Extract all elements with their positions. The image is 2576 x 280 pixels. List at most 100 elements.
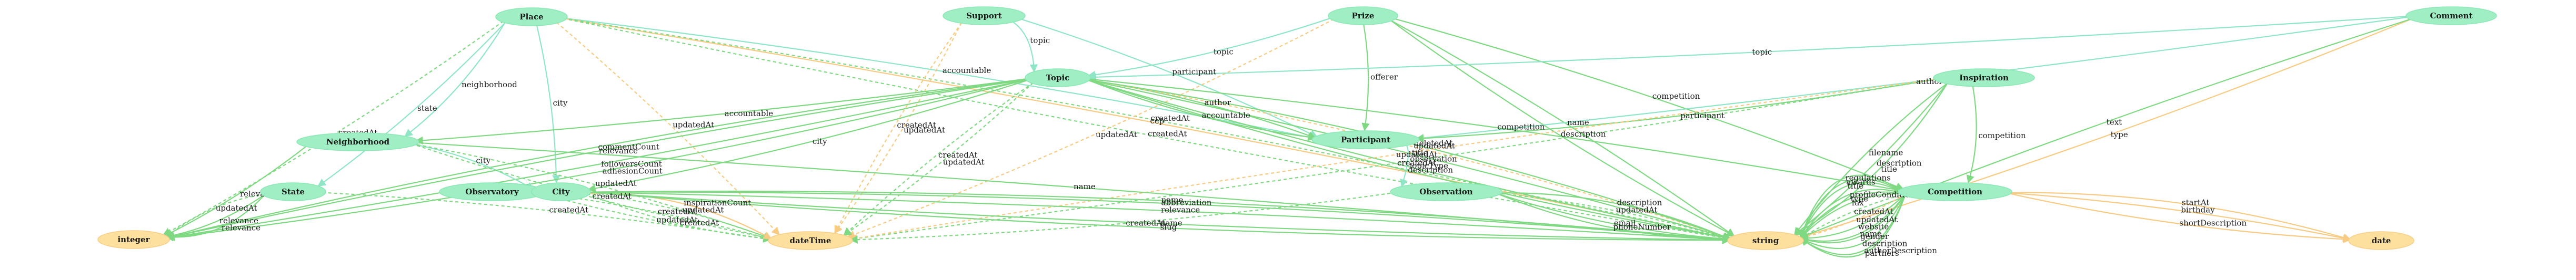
edge-competition-to-string xyxy=(1799,193,1906,255)
edge-competition-to-string xyxy=(1799,193,1906,258)
edge-place-to-city xyxy=(536,25,560,183)
edge-label: observation xyxy=(1410,154,1457,164)
edge-competition-to-date xyxy=(2006,192,2352,243)
edge-label: updatedAt xyxy=(683,205,724,215)
edge-label: author xyxy=(1205,98,1231,107)
edge-label: name xyxy=(1860,229,1882,238)
edge-label: updatedAt xyxy=(1616,205,1658,215)
edge-label: type xyxy=(2111,130,2128,139)
edge-label: createdAt xyxy=(1148,129,1187,139)
node-label: Observation xyxy=(1419,187,1473,196)
node-shape xyxy=(97,230,170,249)
edge-comment-to-string xyxy=(1799,18,2413,240)
node-shape xyxy=(1025,68,1091,87)
edge-inspiration-to-datetime xyxy=(849,78,1939,242)
edge-label: city xyxy=(476,156,491,165)
edge-label: gender xyxy=(1860,232,1889,241)
edge-competition-to-string xyxy=(1799,193,1906,244)
edge-place-to-string xyxy=(563,17,1731,242)
edge-prize-to-topic xyxy=(1087,17,1333,79)
edge-labels-layer: neighborhood state city accountable createdA… xyxy=(216,36,2247,258)
node-label: Neighborhood xyxy=(326,137,390,147)
edge-city-to-datetime xyxy=(587,193,772,243)
node-date: date xyxy=(2348,231,2414,250)
edge-place-to-string xyxy=(563,17,1731,242)
edge-label: abbreviation xyxy=(1161,198,1212,208)
edge-label: topic xyxy=(1214,47,1234,57)
node-shape xyxy=(1727,231,1804,250)
edge-label: createdAt xyxy=(938,150,978,160)
edge-prize-to-competition xyxy=(1392,17,1905,190)
edge-competition-to-string xyxy=(1800,191,1906,239)
edge-support-to-datetime xyxy=(834,22,963,234)
edge-label: createdAt xyxy=(1854,207,1893,216)
node-label: date xyxy=(2372,236,2391,245)
edge-label: updatedAt xyxy=(216,203,257,213)
edge-prize-to-participant xyxy=(1361,24,1370,131)
edge-label: relevance xyxy=(219,216,258,225)
edge-label: createdAt xyxy=(549,205,589,215)
edges-layer xyxy=(162,15,2413,258)
edge-place-to-string xyxy=(563,17,1731,242)
edge-label: relevance xyxy=(599,146,638,155)
node-shape xyxy=(260,182,326,201)
node-label: Observatory xyxy=(465,187,519,196)
edge-label: accountable xyxy=(1202,111,1250,120)
edge-participant-to-observation xyxy=(1400,144,1409,188)
edge-competition-to-string xyxy=(1799,193,1906,244)
edge-label: authorDescription xyxy=(1864,246,1937,255)
edge-competition-to-string xyxy=(1799,193,1906,243)
node-support: Support xyxy=(943,6,1026,25)
edge-support-to-topic xyxy=(1012,21,1038,73)
edge-city-to-string xyxy=(587,191,1731,244)
edge-topic-to-city xyxy=(587,79,1029,193)
edge-label: updatedAt xyxy=(656,215,698,224)
node-comment: Comment xyxy=(2405,6,2497,25)
edge-label: createdAt xyxy=(593,192,632,201)
node-integer: integer xyxy=(97,230,170,249)
edge-label: updatedAt xyxy=(1396,150,1438,159)
edge-label: participant xyxy=(1172,67,1216,76)
edge-competition-to-date xyxy=(2006,192,2351,242)
edge-label: inspirationCount xyxy=(684,198,751,208)
node-label: Comment xyxy=(2430,11,2472,20)
edge-state-to-integer xyxy=(165,193,265,237)
edge-label: title xyxy=(1881,164,1897,174)
edge-label: awards xyxy=(1847,178,1876,187)
node-shape xyxy=(296,132,419,151)
edge-city-to-string xyxy=(587,191,1731,244)
edge-label: participant xyxy=(1680,111,1725,120)
node-observatory: Observatory xyxy=(439,182,545,201)
edge-competition-to-string xyxy=(1799,193,1906,250)
node-shape xyxy=(2405,6,2497,25)
edge-label: competition xyxy=(1978,131,2026,140)
node-neighborhood: Neighborhood xyxy=(296,132,419,151)
edge-topic-to-participant xyxy=(1086,79,1317,141)
edge-label: city xyxy=(553,98,568,108)
node-observation: Observation xyxy=(1390,182,1502,201)
edge-topic-to-neighborhood xyxy=(415,78,1029,145)
edge-label: adhesionCount xyxy=(603,167,663,176)
edge-label: createdAt xyxy=(897,120,936,130)
edge-label: deletedAt xyxy=(1414,139,1452,148)
edge-label: cep xyxy=(1150,116,1165,126)
edge-label: competition xyxy=(1497,122,1545,132)
edge-label: state xyxy=(417,103,437,113)
edge-inspiration-to-string xyxy=(1793,82,1948,236)
edge-label: title xyxy=(1848,181,1864,191)
node-prize: Prize xyxy=(1328,6,1398,25)
edge-topic-to-string xyxy=(1086,79,1731,240)
edge-comment-to-string xyxy=(1799,18,2413,239)
edge-label: updatedAt xyxy=(1096,130,1137,139)
edge-place-to-state xyxy=(317,22,506,187)
edge-label: updatedAt xyxy=(595,179,637,188)
edge-label: updatedAt xyxy=(904,126,945,135)
edge-state-to-integer xyxy=(165,194,266,242)
edge-label: accountable xyxy=(943,66,991,75)
edge-label: neighborhood xyxy=(462,80,517,89)
node-state: State xyxy=(260,182,326,201)
edge-label: fax xyxy=(1852,198,1864,208)
